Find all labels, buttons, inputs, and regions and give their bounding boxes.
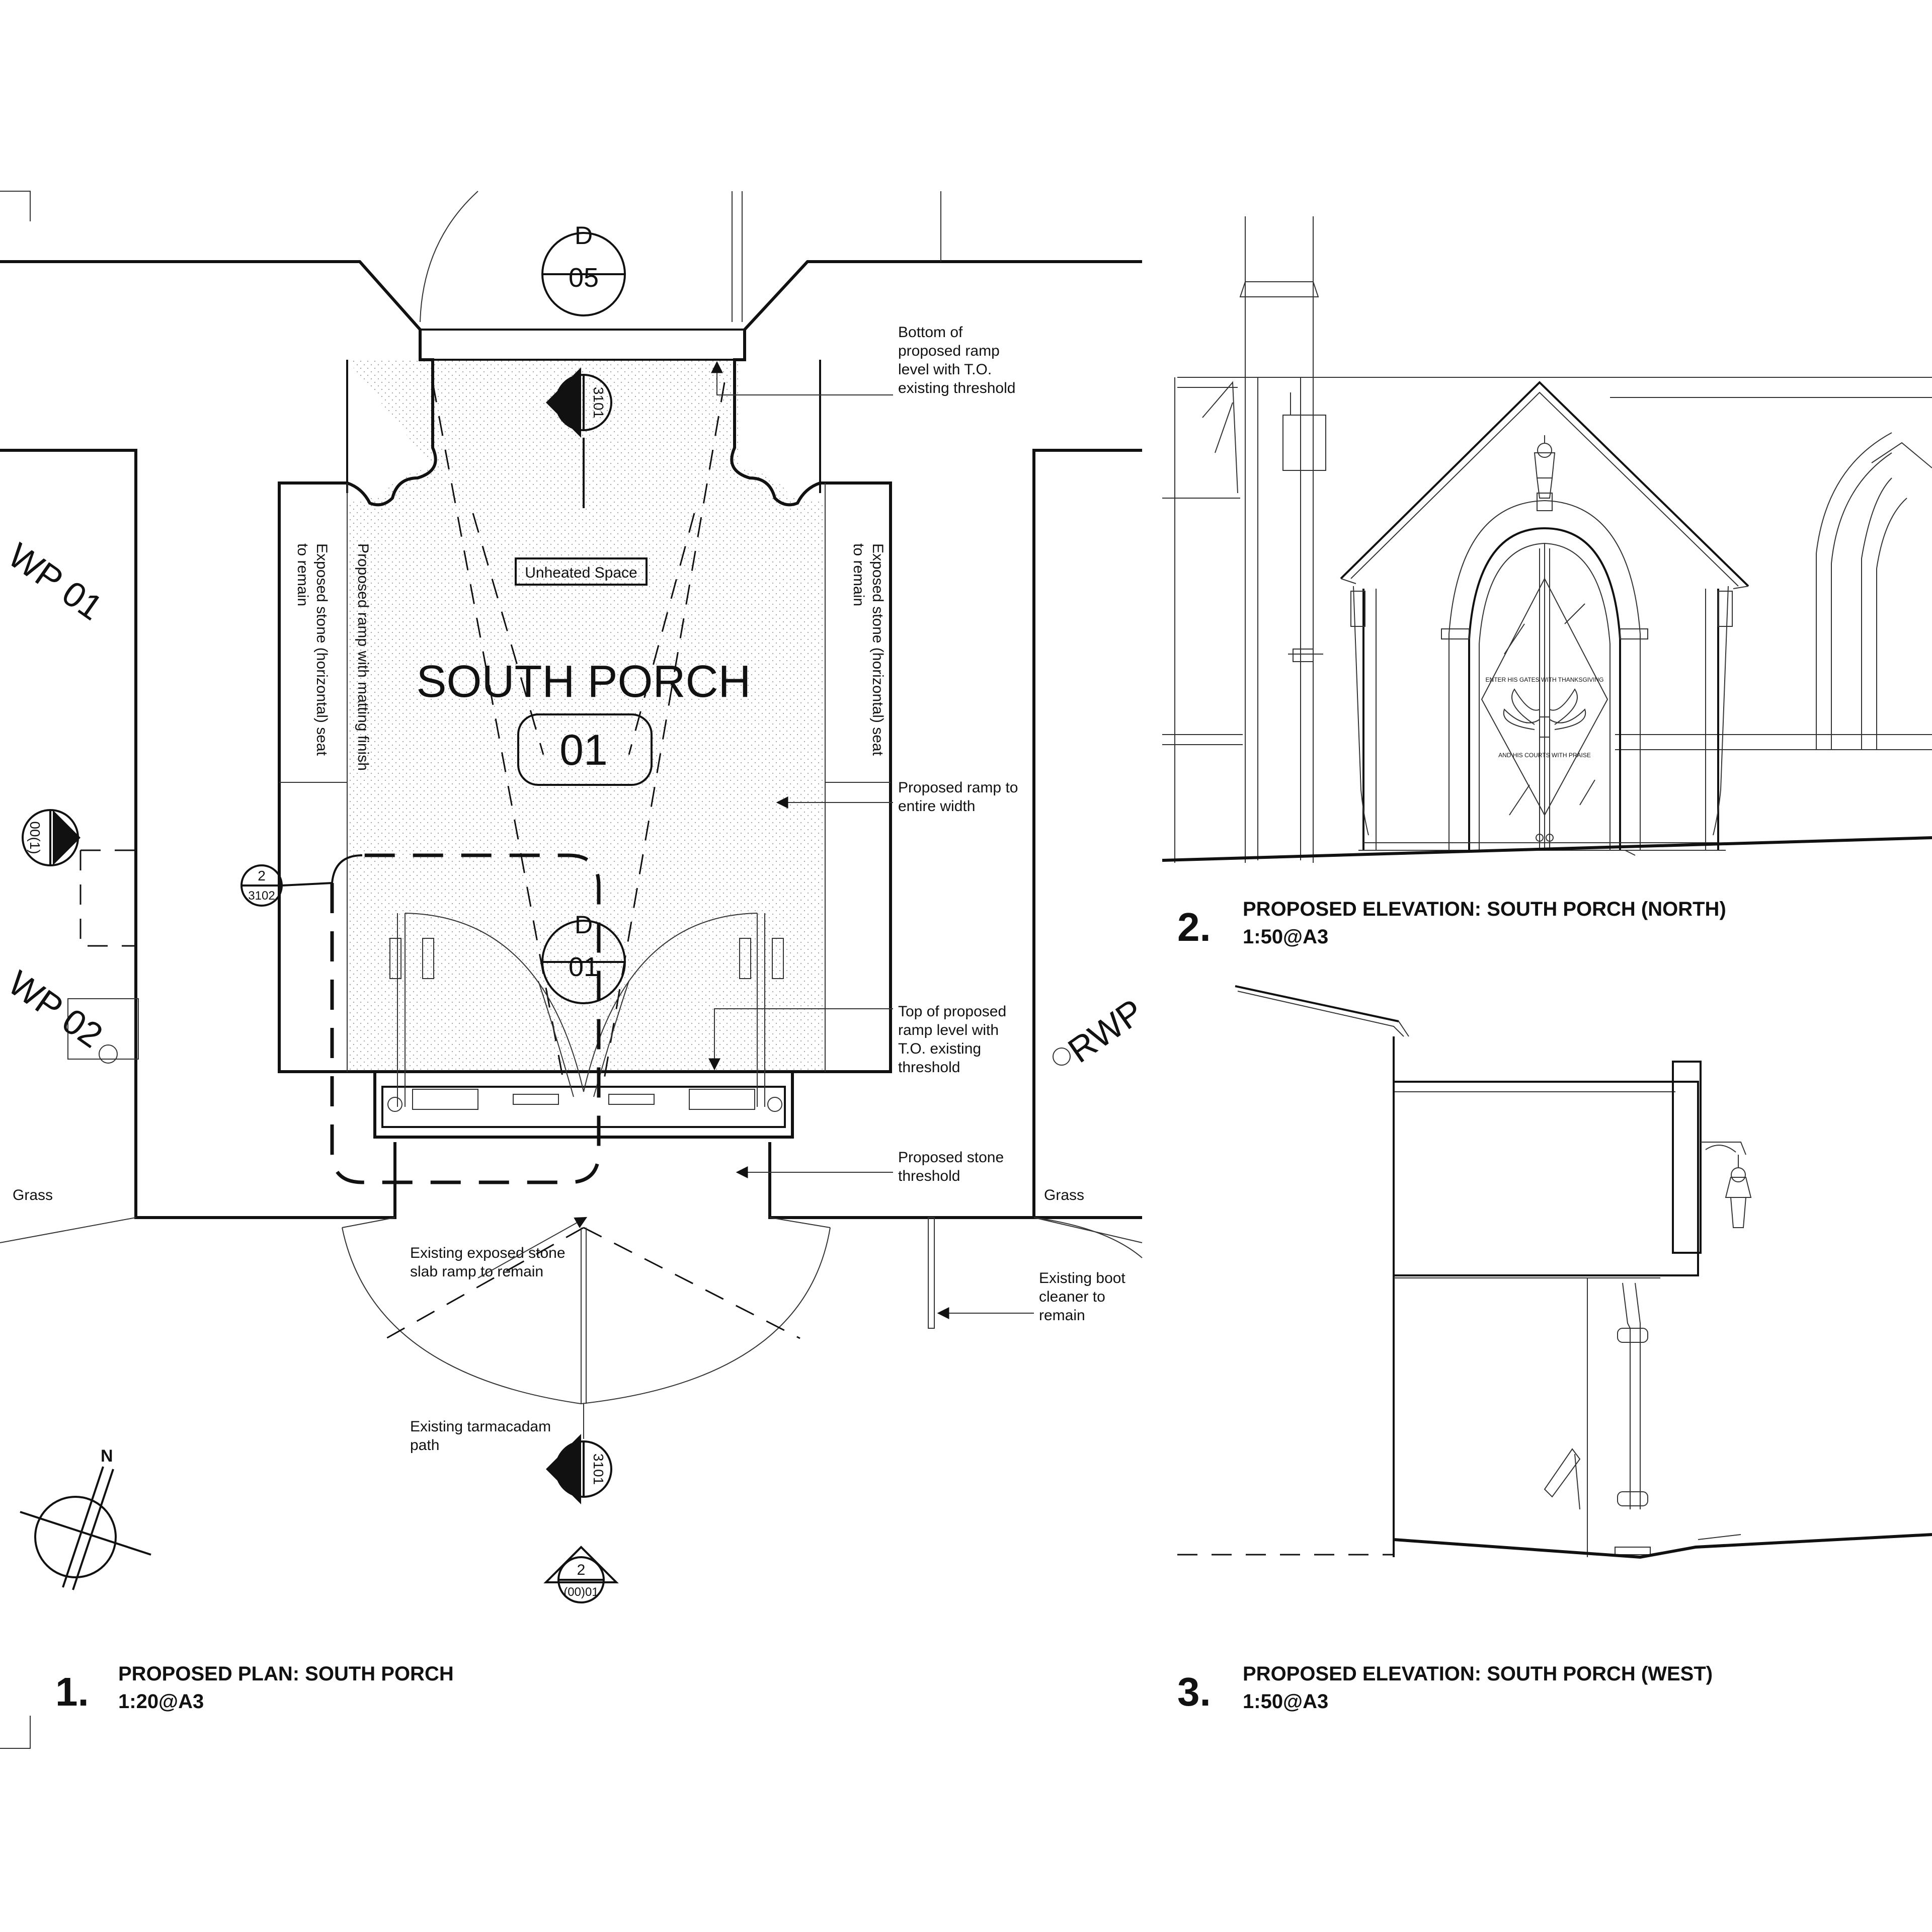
- svg-text:Bottom of: Bottom of: [898, 324, 963, 341]
- svg-text:Existing tarmacadam: Existing tarmacadam: [410, 1418, 551, 1435]
- north-elevation-drawing: ENTER HIS GATES WITH THANKSGIVING AND HI…: [1162, 216, 1932, 863]
- note-ramp-full: Proposed ramp to entire width: [776, 779, 1018, 815]
- ramp-floor: [347, 360, 825, 1072]
- plan-drawing: D 05 D 01 1 3101 1 3101 3: [0, 191, 1150, 1749]
- svg-text:Existing boot: Existing boot: [1039, 1270, 1125, 1286]
- wall-bracket-lantern-icon: [1701, 1142, 1752, 1228]
- title-scale: 1:50@A3: [1243, 926, 1328, 948]
- svg-text:3: 3: [54, 833, 73, 843]
- svg-text:1: 1: [559, 1464, 580, 1474]
- door-tag-top: D 05: [541, 221, 626, 316]
- note-ramp-top: Top of proposed ramp level with T.O. exi…: [708, 1003, 1006, 1076]
- lantern-icon: [1534, 435, 1556, 499]
- svg-text:01: 01: [569, 952, 599, 982]
- north-label: N: [101, 1446, 113, 1466]
- title-number: 1.: [55, 1669, 89, 1714]
- grass-left-label: Grass: [13, 1187, 53, 1203]
- elevation-marker-bottom: 2 (00)01: [543, 1546, 619, 1603]
- note-ramp-bottom: Bottom of proposed ramp level with T.O. …: [711, 324, 1015, 396]
- svg-text:3102: 3102: [248, 889, 275, 903]
- svg-text:Top of proposed: Top of proposed: [898, 1003, 1006, 1020]
- svg-text:level with T.O.: level with T.O.: [898, 361, 992, 378]
- svg-text:Existing exposed stone: Existing exposed stone: [410, 1245, 566, 1261]
- title-scale: 1:20@A3: [118, 1691, 204, 1713]
- svg-text:to remain: to remain: [850, 543, 867, 606]
- section-marker-left: 3 00(1): [22, 809, 80, 866]
- seat-right-note: Exposed stone (horizontal) seat to remai…: [850, 543, 886, 756]
- section-marker-top: 1 3101: [546, 367, 612, 508]
- door-tag-bottom: D 01: [541, 911, 626, 1004]
- svg-text:(00)01: (00)01: [564, 1585, 598, 1599]
- unheated-space-label: Unheated Space: [525, 565, 637, 581]
- rwp-label: RWP: [1061, 991, 1150, 1070]
- svg-text:1: 1: [559, 397, 580, 408]
- svg-text:proposed ramp: proposed ramp: [898, 343, 1000, 359]
- grass-right-label: Grass: [1044, 1187, 1084, 1203]
- svg-text:3101: 3101: [591, 387, 606, 418]
- svg-text:entire width: entire width: [898, 798, 975, 815]
- turning-circle-outline: [330, 853, 601, 1184]
- door-emblem: ENTER HIS GATES WITH THANKSGIVING AND HI…: [1486, 676, 1604, 759]
- ramp-matting-note: Proposed ramp with matting finish: [355, 543, 371, 771]
- svg-text:2: 2: [577, 1562, 586, 1578]
- svg-text:2: 2: [258, 868, 266, 883]
- svg-text:slab ramp to remain: slab ramp to remain: [410, 1263, 543, 1280]
- svg-text:cleaner to: cleaner to: [1039, 1289, 1105, 1305]
- title-number: 2.: [1177, 905, 1211, 949]
- note-boot-cleaner: Existing boot cleaner to remain: [937, 1270, 1125, 1324]
- svg-text:remain: remain: [1039, 1307, 1085, 1324]
- svg-text:05: 05: [569, 263, 599, 293]
- title-block-north-elevation: 2. PROPOSED ELEVATION: SOUTH PORCH (NORT…: [1177, 898, 1726, 949]
- title-text: PROPOSED PLAN: SOUTH PORCH: [118, 1663, 454, 1685]
- svg-text:T.O. existing: T.O. existing: [898, 1040, 981, 1057]
- west-elevation-drawing: [1177, 985, 1932, 1559]
- unheated-space-box: [515, 557, 648, 586]
- svg-text:00(1): 00(1): [27, 821, 43, 854]
- note-stone-threshold: Proposed stone threshold: [736, 1149, 1004, 1184]
- inscription-bottom: AND HIS COURTS WITH PRAISE: [1498, 752, 1591, 759]
- svg-text:Exposed stone (horizontal) sea: Exposed stone (horizontal) seat: [313, 543, 330, 756]
- svg-text:ramp level with: ramp level with: [898, 1022, 999, 1038]
- title-number: 3.: [1177, 1669, 1211, 1714]
- porch-walls: [0, 260, 437, 1073]
- rwp-02-label: WP 02: [1, 963, 110, 1056]
- room-name: SOUTH PORCH: [416, 657, 751, 707]
- title-scale: 1:50@A3: [1243, 1691, 1328, 1713]
- north-arrow: N: [20, 1446, 151, 1590]
- title-text: PROPOSED ELEVATION: SOUTH PORCH (WEST): [1243, 1663, 1713, 1685]
- svg-text:existing threshold: existing threshold: [898, 380, 1015, 396]
- svg-text:3101: 3101: [591, 1454, 606, 1485]
- svg-text:to remain: to remain: [294, 543, 311, 606]
- note-path: Existing tarmacadam path: [410, 1418, 551, 1454]
- note-stone-slab: Existing exposed stone slab ramp to rema…: [410, 1217, 588, 1280]
- svg-text:threshold: threshold: [898, 1168, 960, 1184]
- svg-text:path: path: [410, 1437, 439, 1454]
- title-text: PROPOSED ELEVATION: SOUTH PORCH (NORTH): [1243, 898, 1726, 920]
- rwp-01-label: WP 01: [1, 535, 110, 628]
- section-marker-bottom: 1 3101: [546, 1434, 612, 1504]
- svg-text:Proposed ramp to: Proposed ramp to: [898, 779, 1018, 796]
- svg-text:Exposed stone (horizontal) sea: Exposed stone (horizontal) seat: [869, 543, 886, 756]
- title-block-west-elevation: 3. PROPOSED ELEVATION: SOUTH PORCH (WEST…: [1177, 1663, 1713, 1714]
- room-number: 01: [559, 726, 608, 774]
- seat-left-note: Exposed stone (horizontal) seat to remai…: [294, 543, 330, 756]
- room-number-box: [517, 713, 653, 786]
- svg-text:threshold: threshold: [898, 1059, 960, 1076]
- inscription-top: ENTER HIS GATES WITH THANKSGIVING: [1486, 676, 1604, 683]
- svg-text:Proposed stone: Proposed stone: [898, 1149, 1004, 1166]
- elevation-marker-left: 2 3102: [240, 864, 333, 907]
- svg-text:D: D: [575, 911, 593, 939]
- svg-text:D: D: [575, 221, 593, 250]
- title-block-plan: 1. PROPOSED PLAN: SOUTH PORCH 1:20@A3: [55, 1663, 454, 1714]
